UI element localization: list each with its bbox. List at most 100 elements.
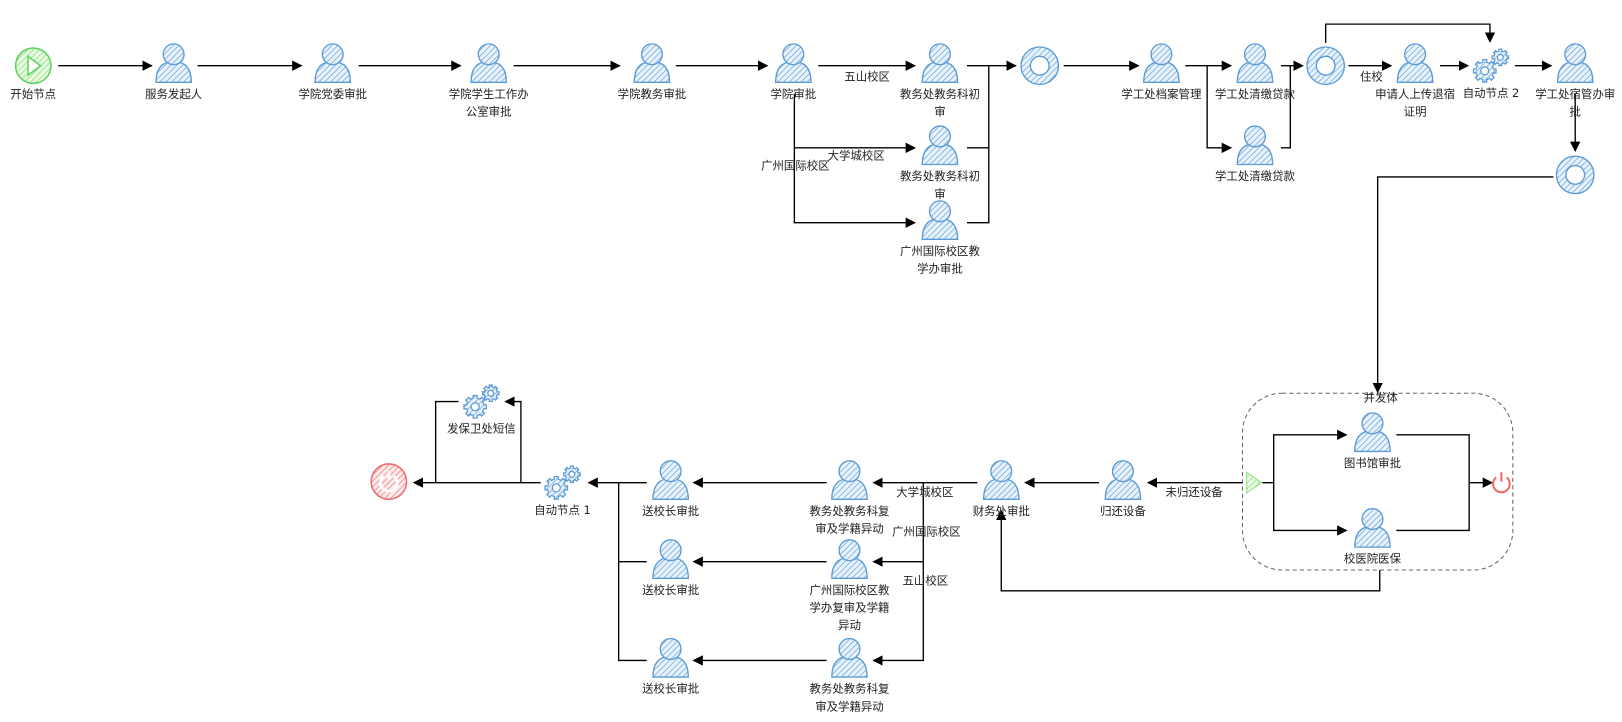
node-n13[interactable]: 财务处审批 [973,460,1030,518]
node-label: 证明 [1404,105,1427,119]
edge-label: 五山校区 [902,574,948,588]
node-label: 教务处教务科复 [809,682,889,696]
edge-label: 广州国际校区 [761,159,830,173]
ring-icon [1020,46,1060,86]
edge[interactable] [996,509,1381,592]
user-icon [633,43,671,84]
node-p_end[interactable] [1492,472,1511,494]
node-label: 财务处审批 [973,504,1030,518]
node-label: 学工处清缴贷款 [1215,87,1296,101]
node-n2[interactable]: 学院党委审批 [298,43,367,101]
user-icon [831,539,868,579]
power-icon [370,463,408,501]
node-end[interactable] [370,463,408,501]
triangle-icon [1246,471,1263,495]
node-label: 学工处档案管理 [1121,87,1202,101]
node-n12[interactable]: 归还设备 [1100,460,1146,518]
container-label: 并发体 [1364,391,1399,405]
node-gw3[interactable] [1555,155,1595,195]
user-icon [1354,412,1391,453]
user-icon [1236,43,1274,84]
edge[interactable] [1396,434,1470,532]
edge-wushan-bottom[interactable] [872,561,924,666]
edge-labels: 五山校区 大学城校区 广州国际校区 住校 未归还设备 大学城校区 广州国际校区 … [761,69,1383,587]
user-icon [982,460,1020,500]
gears-icon [1472,48,1510,83]
play-icon [14,47,52,85]
edge[interactable] [1262,429,1348,484]
node-label: 学院教务审批 [618,87,687,101]
node-sms[interactable]: 发保卫处短信 [447,384,516,436]
user-icon [1143,43,1180,84]
edge[interactable] [966,65,990,224]
edge-daxuecheng[interactable] [793,93,917,154]
ring-icon [1306,46,1346,86]
node-label: 教务处教务科初 [900,87,980,101]
node-gw2[interactable] [1306,46,1346,86]
node-label: 送校长审批 [642,583,699,597]
node-n8b[interactable]: 学工处清缴贷款 [1215,125,1296,183]
node-n15c[interactable]: 送校长审批 [642,637,699,696]
edge[interactable] [1206,65,1233,154]
node-label: 自动节点 1 [534,503,591,517]
edge[interactable] [1324,23,1496,43]
node-n8a[interactable]: 学工处清缴贷款 [1215,43,1296,101]
edge[interactable] [1372,176,1554,394]
edge[interactable] [1280,65,1291,149]
edge-label: 五山校区 [844,69,890,83]
node-label: 异动 [838,618,861,632]
node-n5[interactable]: 学院审批 [770,43,816,101]
user-icon [652,460,689,500]
node-label: 校医院医保 [1344,552,1402,566]
user-icon [155,43,192,84]
edges [58,23,1581,666]
node-gw1[interactable] [1020,46,1060,86]
edge[interactable] [617,481,647,662]
user-icon [314,43,352,84]
user-icon [921,200,959,241]
edge[interactable] [1273,482,1348,536]
gears-icon [544,465,581,500]
node-n11b[interactable]: 校医院医保 [1344,507,1402,566]
edge-label: 住校 [1360,69,1383,83]
parallel-container[interactable]: 并发体 [1241,391,1514,571]
node-label: 学院党委审批 [298,87,367,101]
node-label: 学办审批 [917,262,963,276]
gears-icon [463,384,500,419]
node-label: 广州国际校区教 [809,583,890,597]
edge-label: 广州国际校区 [892,525,961,539]
node-p_start[interactable] [1246,471,1263,495]
node-label: 自动节点 2 [1463,86,1520,100]
edge-label: 大学城校区 [828,148,885,162]
edge[interactable] [504,396,522,483]
node-n7[interactable]: 学工处档案管理 [1121,43,1202,101]
node-label: 审 [934,105,945,119]
node-label: 送校长审批 [642,504,699,518]
node-n15a[interactable]: 送校长审批 [642,460,699,518]
node-auto2[interactable]: 自动节点 2 [1463,48,1520,100]
edge[interactable] [434,400,459,483]
power-icon [1492,472,1511,494]
node-n11a[interactable]: 图书馆审批 [1344,412,1401,470]
user-icon [831,637,868,678]
node-label: 送校长审批 [642,682,699,696]
node-start[interactable]: 开始节点 [10,47,56,101]
node-auto1[interactable]: 自动节点 1 [534,465,591,517]
node-n4[interactable]: 学院教务审批 [618,43,687,101]
node-label: 审 [934,187,945,201]
edge-label: 未归还设备 [1166,485,1224,499]
node-label: 审及学籍异动 [815,522,884,536]
node-n15b[interactable]: 送校长审批 [642,539,699,597]
node-n1[interactable]: 服务发起人 [145,43,203,101]
edge-guangzhou[interactable] [793,147,917,228]
